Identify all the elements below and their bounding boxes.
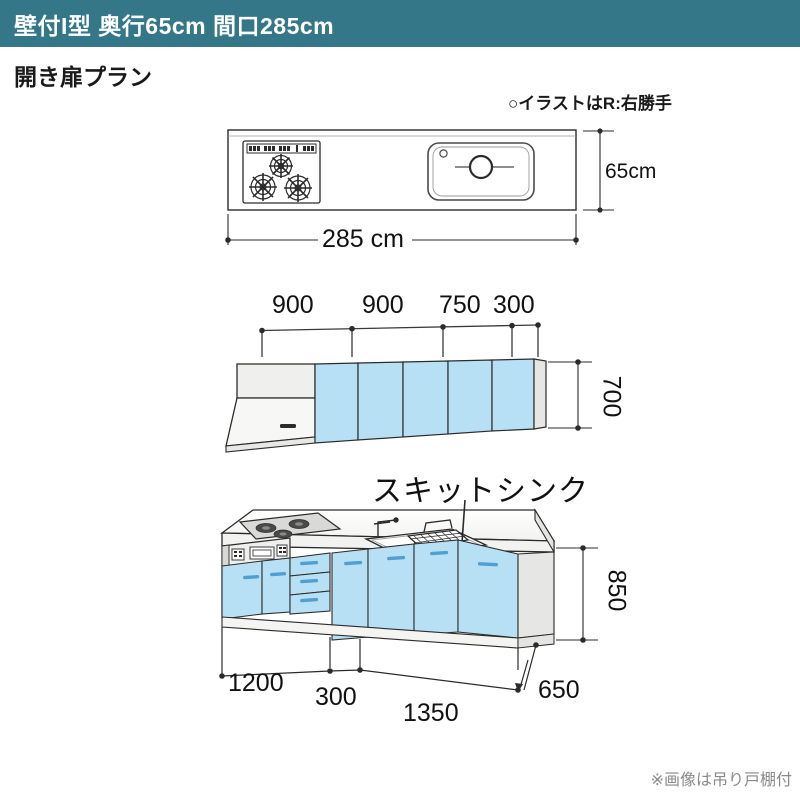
base-dim-1200: 1200 [228, 669, 284, 697]
wall-dim-300: 300 [493, 291, 535, 319]
base-cooktop [238, 512, 342, 540]
cooktop-control-panel [221, 537, 291, 575]
base-dim-1350: 1350 [403, 699, 459, 727]
wall-dim-900-a: 900 [272, 291, 314, 319]
wall-cabinet-group [225, 322, 592, 453]
base-dim-650: 650 [538, 676, 580, 704]
base-doors-centre [331, 539, 459, 641]
wall-cabinet-doors [314, 358, 547, 444]
wall-dim-750: 750 [439, 291, 481, 319]
wall-dim-900-b: 900 [362, 291, 404, 319]
burner-front-right [284, 174, 312, 202]
header-bar: 壁付I型 奥行65cm 間口285cm [0, 0, 800, 47]
wall-cabinet-height-label: 700 [597, 375, 626, 418]
base-drawer-stack [289, 552, 331, 615]
base-cabinet-height-dimension [556, 545, 598, 643]
base-dim-300: 300 [315, 683, 357, 711]
page-title: 壁付I型 奥行65cm 間口285cm [14, 12, 335, 39]
plan-view-group [225, 128, 614, 245]
drainer-basket [406, 519, 470, 548]
plan-width-label: 285 cm [322, 225, 404, 253]
base-cabinet-height-label: 850 [602, 569, 631, 612]
burner-rear [269, 154, 293, 178]
burner-front-left [249, 173, 277, 201]
plan-subtitle: 開き扉プラン [14, 64, 152, 90]
handedness-note: ○イラストはR:右勝手 [508, 94, 672, 113]
base-sink [363, 517, 489, 557]
base-cabinet-group [219, 499, 598, 693]
wall-cabinet-height-dimension [548, 359, 592, 431]
footnote: ※画像は吊り戸棚付 [650, 772, 792, 789]
plan-sink [427, 142, 535, 201]
base-toe-kick [221, 616, 519, 649]
plan-cooktop [242, 140, 321, 204]
base-doors-left [221, 557, 291, 620]
wall-cabinet-dimension-line [259, 322, 541, 357]
plan-depth-label: 65cm [605, 160, 657, 183]
base-door-right [457, 539, 555, 639]
faucet [373, 517, 399, 536]
range-hood [225, 363, 316, 453]
sink-callout-label: スキットシンク [372, 475, 589, 508]
